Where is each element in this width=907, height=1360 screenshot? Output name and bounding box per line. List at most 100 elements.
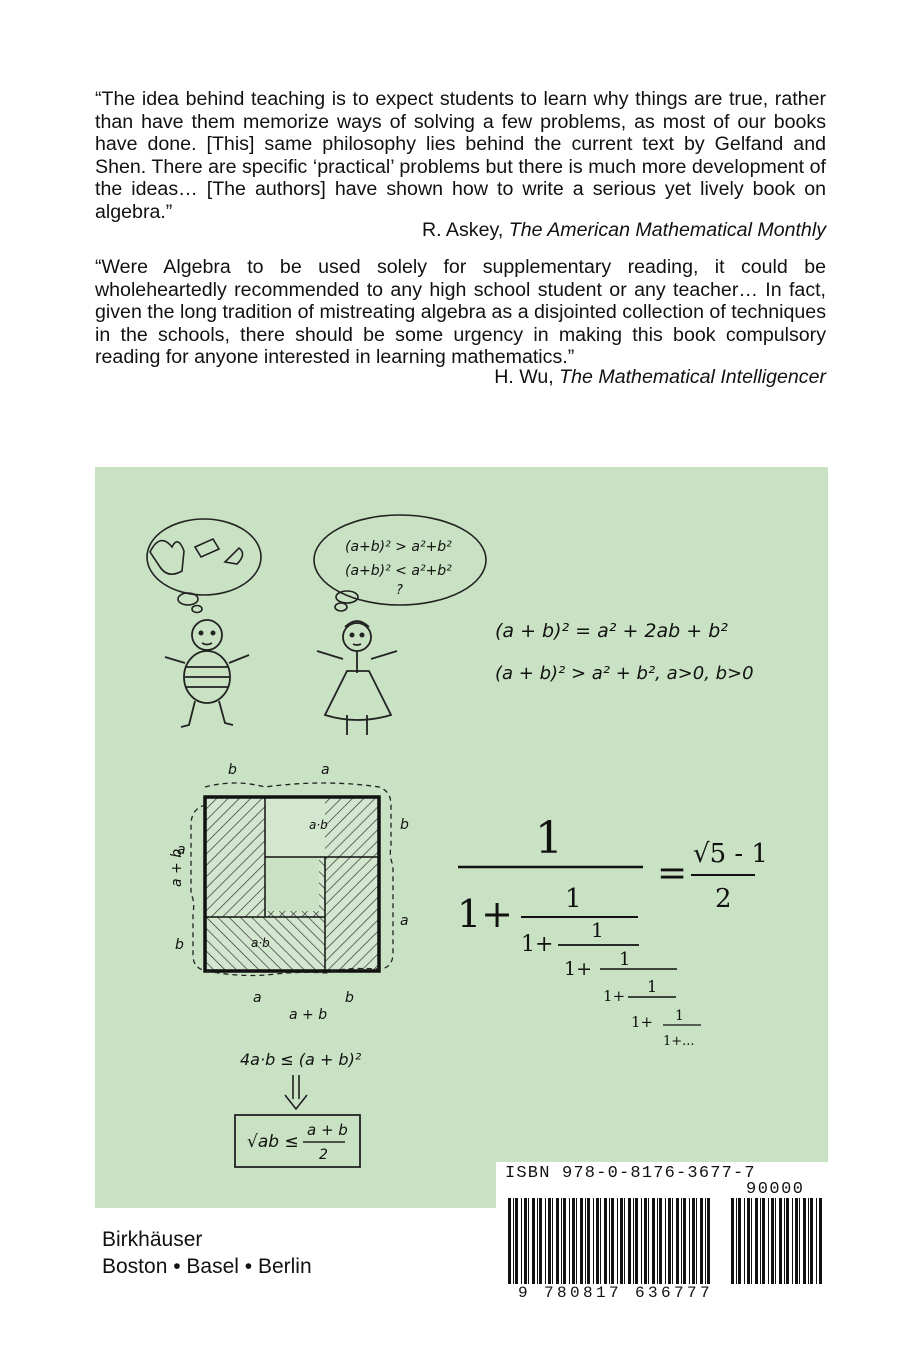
barcode-bar bbox=[611, 1198, 614, 1284]
barcode-bar bbox=[731, 1198, 734, 1284]
label-inner-ab-bottom: a·b bbox=[251, 936, 270, 950]
boy-thought-bubble bbox=[146, 518, 262, 614]
barcode-bar bbox=[672, 1198, 673, 1284]
barcode-bar bbox=[683, 1198, 686, 1284]
barcode-bar bbox=[508, 1198, 511, 1284]
barcode-bar bbox=[689, 1198, 690, 1284]
barcode-bar bbox=[779, 1198, 782, 1284]
publisher-block: Birkhäuser Boston • Basel • Berlin bbox=[102, 1226, 312, 1280]
review-quote-2: “Were Algebra to be used solely for supp… bbox=[95, 256, 826, 368]
formula-expansion: (a + b)² = a² + 2ab + b² bbox=[495, 620, 728, 642]
barcode-bar bbox=[747, 1198, 750, 1284]
barcode-bar bbox=[665, 1198, 666, 1284]
illustration-panel: (a+b)² > a²+b² (a+b)² < a²+b² ? (a + b bbox=[95, 467, 828, 1208]
isbn-barcode bbox=[508, 1198, 710, 1284]
barcode-bar bbox=[532, 1198, 535, 1284]
barcode-bar bbox=[539, 1198, 542, 1284]
barcode-bar bbox=[736, 1198, 737, 1284]
barcode-bar bbox=[705, 1198, 706, 1284]
publisher-name: Birkhäuser bbox=[102, 1228, 203, 1251]
barcode-bar bbox=[648, 1198, 649, 1284]
barcode-bar bbox=[738, 1198, 741, 1284]
barcode-bar bbox=[580, 1198, 583, 1284]
barcode-bar bbox=[819, 1198, 822, 1284]
barcode-bar bbox=[624, 1198, 625, 1284]
review-attribution-2: H. Wu, The Mathematical Intelligencer bbox=[494, 366, 826, 388]
barcode-bar bbox=[576, 1198, 577, 1284]
barcode-bar bbox=[762, 1198, 765, 1284]
cf-one-plus-1: 1+ bbox=[457, 892, 513, 936]
cf-one-2: 1 bbox=[565, 884, 582, 914]
barcode-bar bbox=[692, 1198, 695, 1284]
barcode-bar bbox=[628, 1198, 631, 1284]
cf-equals: = bbox=[657, 853, 687, 894]
price-code: 90000 bbox=[746, 1180, 805, 1199]
barcode-bar bbox=[561, 1198, 562, 1284]
barcode-bar bbox=[604, 1198, 607, 1284]
cf-rhs-numerator: √5 - 1 bbox=[693, 839, 768, 869]
continued-fraction bbox=[458, 865, 755, 1026]
boxed-lhs: √ab ≤ bbox=[247, 1132, 299, 1152]
barcode-bar bbox=[635, 1198, 638, 1284]
boxed-numerator: a + b bbox=[307, 1121, 348, 1139]
label-bottom-a: a bbox=[253, 990, 262, 1006]
barcode-bar bbox=[513, 1198, 514, 1284]
label-right-b: b bbox=[400, 817, 409, 833]
barcode-bar bbox=[593, 1198, 594, 1284]
attribution-source: The American Mathematical Monthly bbox=[508, 219, 826, 241]
publisher-cities: Boston • Basel • Berlin bbox=[102, 1255, 312, 1278]
attribution-author: R. Askey, bbox=[421, 219, 504, 241]
isbn-text: ISBN 978-0-8176-3677-7 bbox=[505, 1164, 756, 1183]
barcode-bar bbox=[795, 1198, 798, 1284]
barcode-bar bbox=[668, 1198, 671, 1284]
barcode-bar bbox=[521, 1198, 522, 1284]
barcode-bar bbox=[659, 1198, 662, 1284]
review-attribution-1: R. Askey, The American Mathematical Mont… bbox=[422, 219, 826, 241]
barcode-bar bbox=[751, 1198, 752, 1284]
barcode-bar bbox=[641, 1198, 642, 1284]
barcode-bar bbox=[556, 1198, 559, 1284]
attribution-author: H. Wu, bbox=[494, 366, 554, 388]
barcode-bar bbox=[524, 1198, 527, 1284]
bubble-line-1: (a+b)² > a²+b² bbox=[345, 539, 452, 555]
barcode-bar bbox=[696, 1198, 697, 1284]
barcode-bar bbox=[548, 1198, 551, 1284]
formula-inequality: (a + b)² > a² + b², a>0, b>0 bbox=[495, 663, 754, 684]
girl-figure bbox=[316, 620, 398, 735]
label-top-b: b bbox=[228, 762, 237, 778]
label-top-a: a bbox=[321, 762, 330, 778]
barcode-bar bbox=[657, 1198, 658, 1284]
cf-one-4: 1 bbox=[619, 949, 630, 970]
barcode-bar bbox=[681, 1198, 682, 1284]
barcode-bar bbox=[609, 1198, 610, 1284]
barcode-bar bbox=[808, 1198, 809, 1284]
cf-one-plus-3: 1+ bbox=[564, 958, 592, 980]
label-left-a: a bbox=[177, 842, 186, 858]
barcode-bar bbox=[700, 1198, 703, 1284]
bubble-line-2: (a+b)² < a²+b² bbox=[345, 563, 452, 579]
barcode-bar bbox=[786, 1198, 789, 1284]
barcode-bar bbox=[617, 1198, 618, 1284]
cf-one-3: 1 bbox=[591, 918, 604, 942]
barcode-bar bbox=[552, 1198, 553, 1284]
barcode-bar bbox=[587, 1198, 590, 1284]
barcode-digits: 9 780817 636777 bbox=[518, 1284, 714, 1302]
barcode-bar bbox=[644, 1198, 647, 1284]
barcode-bar bbox=[760, 1198, 761, 1284]
barcode-bar bbox=[784, 1198, 785, 1284]
barcode-bar bbox=[676, 1198, 679, 1284]
girl-thought-bubble bbox=[313, 514, 487, 612]
label-inner-ab-top: a·b bbox=[309, 818, 328, 832]
barcode-bar bbox=[707, 1198, 710, 1284]
barcode-bar bbox=[792, 1198, 793, 1284]
price-barcode bbox=[731, 1198, 822, 1284]
barcode-bar bbox=[775, 1198, 776, 1284]
barcode-bar bbox=[537, 1198, 538, 1284]
barcode-bar bbox=[652, 1198, 655, 1284]
barcode-bar bbox=[572, 1198, 575, 1284]
barcode-bar bbox=[799, 1198, 800, 1284]
math-illustration: (a+b)² > a²+b² (a+b)² < a²+b² ? (a + b bbox=[146, 514, 768, 1168]
cf-one-plus-4: 1+ bbox=[603, 987, 625, 1005]
barcode-bar bbox=[620, 1198, 623, 1284]
boy-figure bbox=[164, 619, 250, 728]
